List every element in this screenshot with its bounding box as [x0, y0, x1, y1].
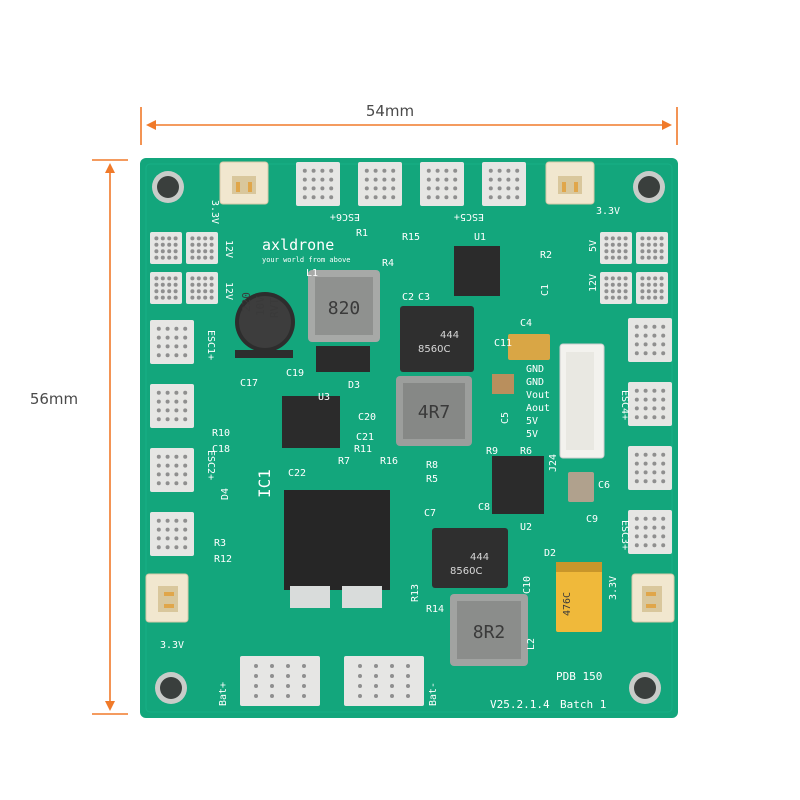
- refdes-label: C20: [358, 412, 376, 423]
- side-header-connector: [559, 343, 605, 459]
- refdes-label: C9: [586, 514, 598, 525]
- jst-connectors: [145, 161, 675, 623]
- inductors: [308, 270, 528, 666]
- small-components: [316, 334, 602, 632]
- height-dimension-line: [92, 159, 128, 715]
- refdes-label: D3: [348, 380, 360, 391]
- refdes-label: R2: [540, 250, 552, 261]
- mosfet-bottom-marking-0: 444: [470, 552, 489, 563]
- label-3v3-top-left: 3.3V: [209, 200, 220, 224]
- capacitor-marking-2: RVT: [268, 298, 281, 318]
- refdes-label: R7: [338, 456, 350, 467]
- refdes-label: R5: [426, 474, 438, 485]
- refdes-label: R11: [354, 444, 372, 455]
- refdes-label: R13: [410, 584, 421, 602]
- board-version: V25.2.1.4: [490, 698, 550, 711]
- width-dimension-line: [140, 107, 678, 145]
- board-model: PDB 150: [556, 670, 602, 683]
- refdes-label: R16: [380, 456, 398, 467]
- refdes-label: U2: [520, 522, 532, 533]
- refdes-label: C5: [500, 412, 511, 424]
- label-12v-left: 12V: [223, 240, 234, 258]
- mosfet-bottom-marking-1: 8560C: [450, 566, 482, 577]
- refdes-label: C21: [356, 432, 374, 443]
- refdes-label: C11: [494, 338, 512, 349]
- refdes-label: R14: [426, 604, 444, 615]
- capacitor-marking-0: 220: [240, 292, 253, 312]
- label-j24: J24: [548, 454, 559, 472]
- label-3v3-bottom-left: 3.3V: [160, 640, 184, 651]
- refdes-label: C22: [288, 468, 306, 479]
- refdes-label: C8: [478, 502, 490, 513]
- refdes-label: R9: [486, 446, 498, 457]
- refdes-label: C7: [424, 508, 436, 519]
- label-esc6: ESC6+: [330, 211, 360, 222]
- mounting-holes: [152, 171, 665, 704]
- inductor-bottom-marking: 8R2: [473, 622, 506, 643]
- inductor-mid-marking: 4R7: [418, 402, 451, 423]
- mosfet-top-marking-0: 444: [440, 330, 459, 341]
- brand-tagline: your world from above: [262, 256, 351, 264]
- label-3v3-top-right: 3.3V: [596, 206, 620, 217]
- refdes-label: R15: [402, 232, 420, 243]
- refdes-label: C18: [212, 444, 230, 455]
- refdes-label: C1: [540, 284, 551, 296]
- refdes-label: R6: [520, 446, 532, 457]
- label-3v3-bottom-right: 3.3V: [608, 576, 619, 600]
- label-esc2: ESC2+: [205, 450, 216, 480]
- brand-name: axldrone: [262, 236, 334, 254]
- label-esc3: ESC3+: [619, 520, 630, 550]
- refdes-label: C19: [286, 368, 304, 379]
- refdes-label: R8: [426, 460, 438, 471]
- refdes-label: D4: [220, 488, 231, 500]
- mosfets: [400, 306, 508, 588]
- height-dimension-label: 56mm: [29, 390, 79, 408]
- header-pin-label: Vout: [526, 390, 550, 401]
- inductor-top-marking: 820: [328, 298, 361, 319]
- width-dimension-label: 54mm: [365, 102, 415, 120]
- refdes-label: L2: [526, 638, 537, 650]
- label-esc1: ESC1+: [205, 330, 216, 360]
- refdes-label: R3: [214, 538, 226, 549]
- header-pin-label: 5V: [526, 429, 538, 440]
- electrolytic-capacitor: [235, 292, 295, 358]
- refdes-label: R12: [214, 554, 232, 565]
- refdes-label: C3: [418, 292, 430, 303]
- label-bat-plus: Bat+: [218, 682, 229, 706]
- refdes-label: U1: [474, 232, 486, 243]
- refdes-label: R4: [382, 258, 394, 269]
- refdes-label: R10: [212, 428, 230, 439]
- tantalum-marking: 476C: [562, 592, 573, 616]
- mosfet-top-marking-1: 8560C: [418, 344, 450, 355]
- header-pin-label: GND: [526, 364, 544, 375]
- refdes-label: D2: [544, 548, 556, 559]
- header-pin-label: GND: [526, 377, 544, 388]
- refdes-label: L1: [306, 268, 318, 279]
- label-12v-left-2: 12V: [223, 282, 234, 300]
- refdes-label: C17: [240, 378, 258, 389]
- refdes-label: R1: [356, 228, 368, 239]
- refdes-label: U3: [318, 392, 330, 403]
- label-esc5: ESC5+: [454, 211, 484, 222]
- ic-chips: [282, 246, 544, 608]
- capacitor-marking-1: 10V: [254, 296, 267, 316]
- refdes-label: C2: [402, 292, 414, 303]
- label-5v-right: 5V: [588, 240, 599, 252]
- header-pin-label: Aout: [526, 403, 550, 414]
- ic1-label: IC1: [255, 469, 274, 498]
- label-12v-right: 12V: [588, 274, 599, 292]
- label-esc4: ESC4+: [619, 390, 630, 420]
- label-bat-minus: Bat-: [428, 682, 439, 706]
- refdes-label: C6: [598, 480, 610, 491]
- board-batch: Batch 1: [560, 698, 606, 711]
- refdes-label: C10: [522, 576, 533, 594]
- solder-pads: [150, 162, 672, 706]
- refdes-label: C4: [520, 318, 532, 329]
- header-pin-label: 5V: [526, 416, 538, 427]
